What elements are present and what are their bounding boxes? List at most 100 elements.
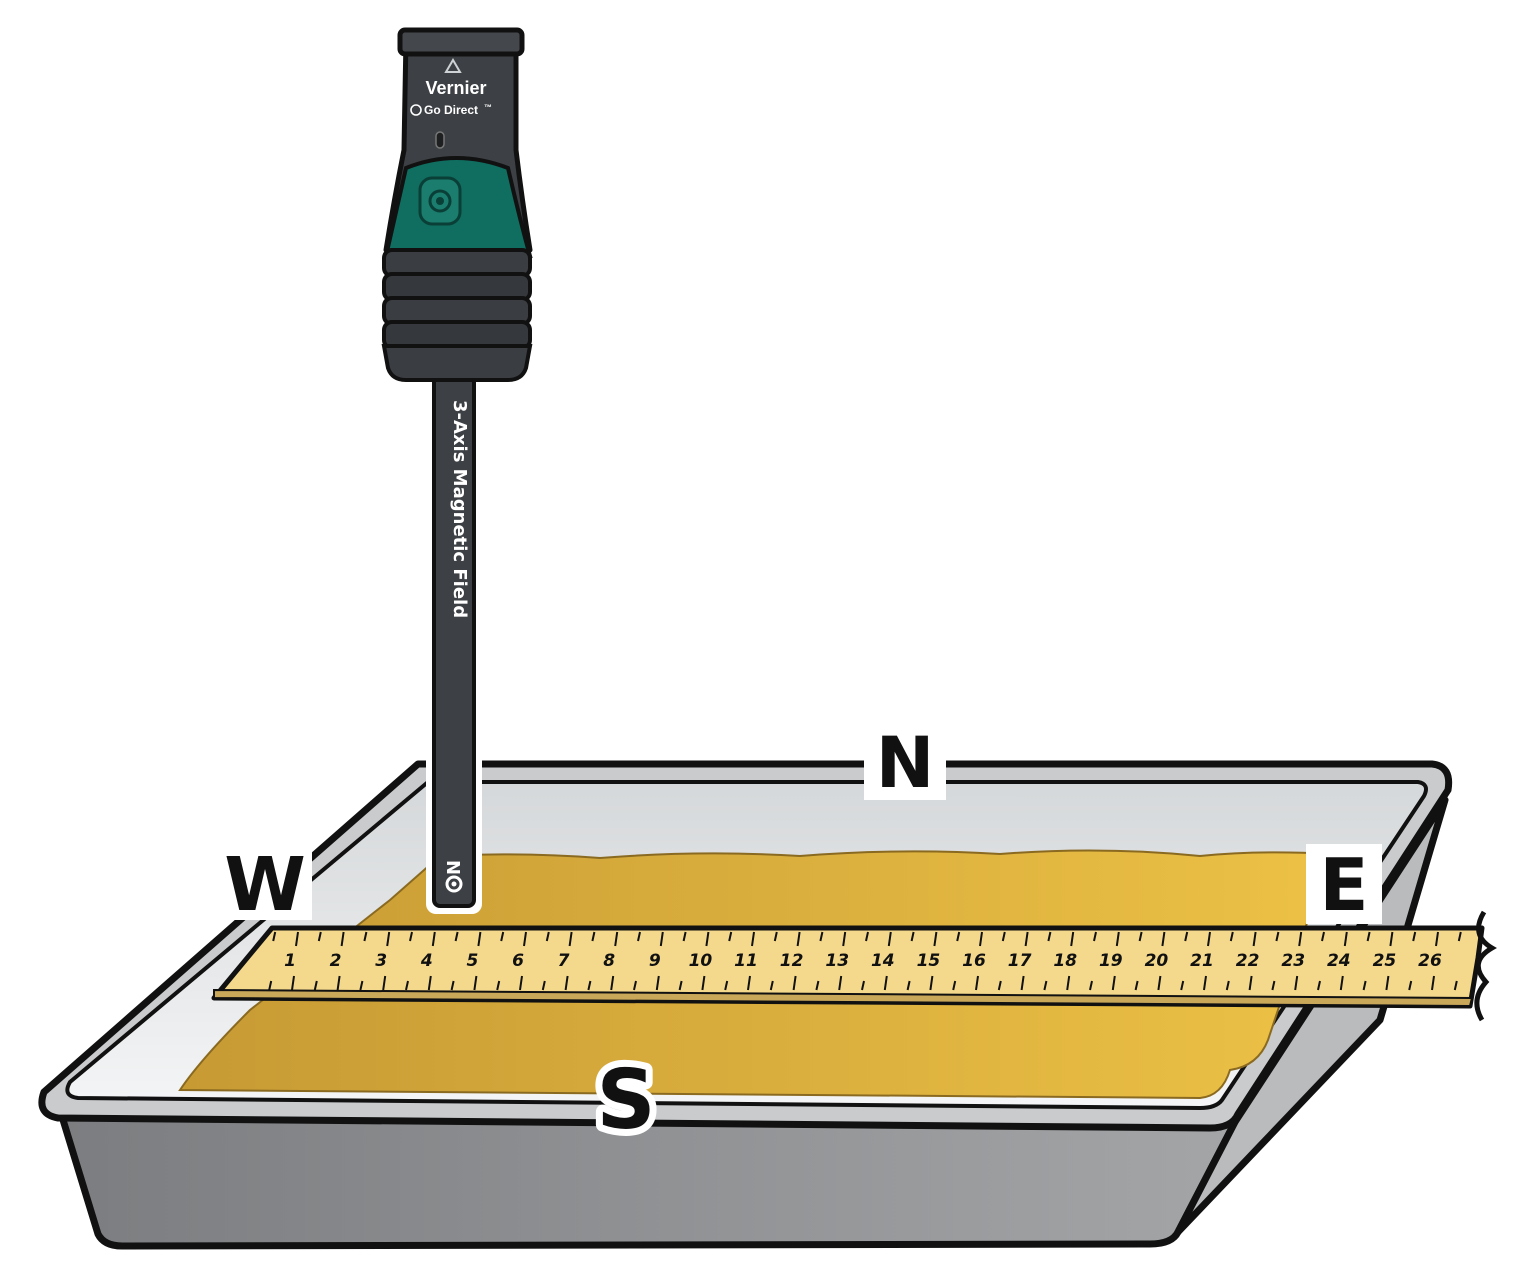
ruler-tick-top: [1457, 931, 1462, 942]
label-east: E: [1306, 843, 1382, 927]
ruler-tick-top: [545, 931, 550, 942]
ruler-tick-top: [317, 931, 322, 942]
ruler-number: 16: [962, 951, 986, 971]
ruler-tick-top: [1184, 931, 1189, 942]
ruler-tick-top: [1001, 931, 1006, 942]
ruler-tick-top: [1070, 931, 1075, 947]
label-north: N: [864, 722, 946, 804]
ruler-number: 12: [780, 951, 804, 971]
ruler-tick-bottom: [678, 980, 683, 991]
ruler-tick-top: [659, 931, 664, 947]
ruler-tick-bottom: [1362, 980, 1367, 991]
ruler-tick-bottom: [1157, 975, 1162, 991]
ruler-tick-bottom: [997, 980, 1002, 991]
ruler-number: 1: [284, 951, 296, 971]
ruler-tick-bottom: [1431, 975, 1435, 991]
ruler-number: 15: [917, 951, 941, 971]
ruler-tick-top: [1275, 931, 1280, 942]
ruler-tick-top: [477, 931, 482, 947]
label-east-text: E: [1319, 843, 1368, 927]
ruler-number: 8: [603, 951, 615, 971]
ruler-tick-top: [1047, 931, 1052, 942]
ruler-number: 19: [1099, 951, 1123, 971]
ruler-tick-bottom: [975, 975, 979, 991]
ruler-tick-top: [1321, 931, 1325, 942]
label-south-text: S: [596, 1053, 655, 1148]
ruler-tick-top: [751, 931, 755, 947]
ruler-front-edge: [213, 988, 1474, 1008]
ruler-number: 25: [1373, 951, 1397, 971]
ruler-tick-top: [295, 931, 299, 947]
label-south: S: [589, 1046, 662, 1155]
ruler-number: 24: [1327, 951, 1351, 971]
ruler-tick-top: [1298, 931, 1303, 947]
ruler-tick-bottom: [473, 975, 478, 991]
ruler-tick-top: [1435, 931, 1439, 947]
ruler-tick-bottom: [1453, 980, 1458, 991]
brand-name: Vernier: [425, 78, 486, 98]
ruler-tick-bottom: [564, 975, 569, 991]
ruler-tick-top: [1229, 931, 1234, 942]
ruler-number: 21: [1190, 951, 1214, 971]
ruler-tick-bottom: [792, 975, 797, 991]
probe-label: 3-Axis Magnetic Field: [449, 400, 470, 618]
probe-tip-dot-center: [451, 881, 457, 887]
ruler-tick-bottom: [929, 975, 934, 991]
ruler-tick-bottom: [655, 975, 660, 991]
ruler-tick-top: [1343, 931, 1348, 947]
ruler-number: 6: [512, 951, 524, 971]
ruler-number: 7: [558, 951, 570, 971]
ruler-tick-bottom: [1408, 980, 1413, 991]
probe-pole-marker: N: [442, 860, 463, 875]
sensor-cap: [397, 27, 525, 57]
ruler-tick-top: [272, 931, 277, 942]
ruler-tick-bottom: [427, 975, 432, 991]
ruler-tick-top: [568, 931, 573, 947]
ruler-tick-bottom: [1294, 975, 1299, 991]
ruler-tick-top: [1161, 931, 1166, 947]
ruler-tick-top: [682, 931, 687, 942]
ruler-tick-top: [454, 931, 459, 942]
ruler-tick-bottom: [1385, 975, 1390, 991]
ruler-tick-bottom: [496, 980, 501, 991]
ruler-tick-bottom: [1089, 980, 1093, 991]
ruler-tick-bottom: [268, 980, 273, 991]
ruler-tick-bottom: [1203, 975, 1207, 991]
ruler-number: 2: [330, 951, 342, 971]
ruler-tick-top: [705, 931, 710, 947]
ruler-number: 4: [420, 951, 433, 971]
ruler-number: 3: [375, 951, 387, 971]
ruler-tick-top: [1252, 931, 1257, 947]
ruler-tick-bottom: [291, 975, 295, 991]
power-icon: [410, 104, 422, 116]
ruler-tick-top: [523, 931, 527, 947]
ruler-tick-bottom: [633, 980, 637, 991]
ruler-number: 14: [871, 951, 895, 971]
label-north-text: N: [876, 722, 935, 804]
ruler-tick-bottom: [359, 980, 364, 991]
ruler-tick-top: [979, 931, 983, 947]
ruler-tick-top: [956, 931, 961, 942]
ruler-tick-bottom: [1066, 975, 1071, 991]
ruler-tick-bottom: [747, 975, 751, 991]
ruler-tick-top: [340, 931, 345, 947]
ruler-tick-bottom: [1180, 980, 1185, 991]
ruler-tick-bottom: [906, 980, 911, 991]
ruler-tick-top: [773, 931, 778, 942]
ruler-tick-bottom: [1339, 975, 1344, 991]
ruler-number: 26: [1418, 951, 1442, 971]
magnetic-field-sensor: 3-Axis Magnetic Field N Vernier Go Direc…: [381, 27, 533, 914]
ruler-tick-bottom: [1020, 975, 1025, 991]
ruler-tick-bottom: [382, 975, 387, 991]
ruler-tick-bottom: [1271, 980, 1276, 991]
ruler-tick-top: [1412, 931, 1417, 942]
ruler-number: 5: [466, 951, 478, 971]
ruler-tick-top: [637, 931, 641, 942]
ruler-tick-top: [933, 931, 938, 947]
ruler-tick-top: [910, 931, 915, 942]
probe-tip-dot-icon: [445, 875, 463, 893]
ruler-ticks: [268, 931, 1462, 991]
ruler-tick-bottom: [1111, 975, 1116, 991]
trademark: ™: [484, 103, 492, 112]
ruler-tick-bottom: [952, 980, 957, 991]
